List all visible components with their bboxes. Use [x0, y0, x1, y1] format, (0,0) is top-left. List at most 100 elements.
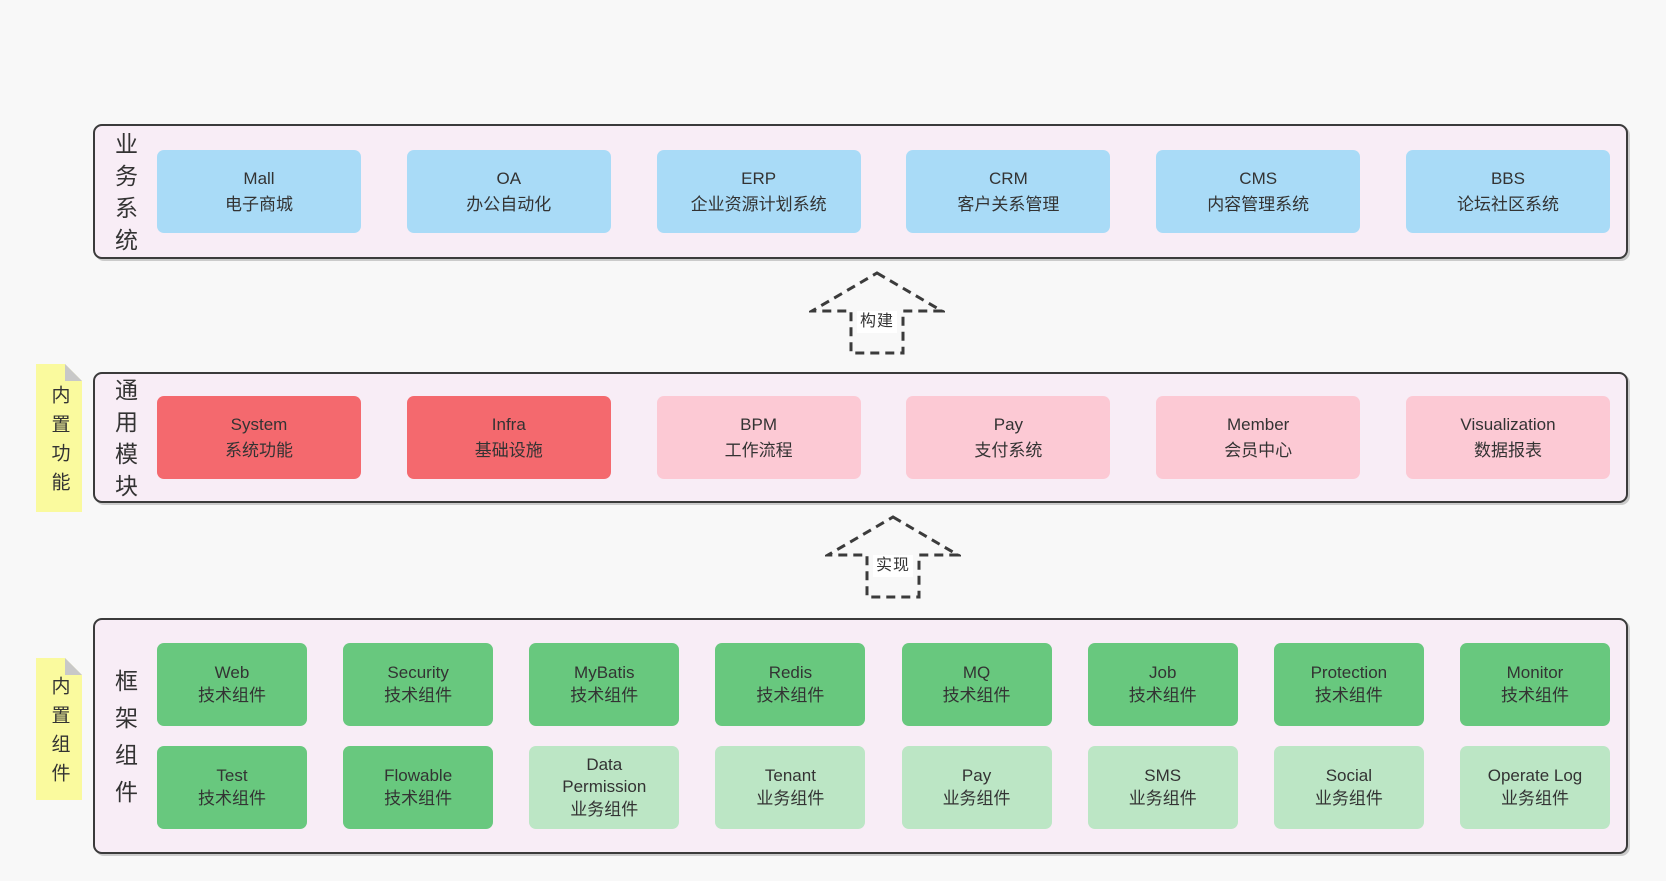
box-title: Flowable [384, 766, 453, 786]
box-title: Redis [768, 663, 813, 683]
panel-label-text: 业务系统 [111, 132, 138, 260]
build-arrow-label: 构建 [856, 311, 898, 333]
common-modules-row: System 系统功能 Infra 基础设施 BPM 工作流程 Pay 支付系统… [157, 396, 1610, 479]
box-security: Security 技术组件 [343, 643, 494, 726]
box-subtitle: 技术组件 [756, 685, 825, 705]
common-modules-panel: 通用模块 System 系统功能 Infra 基础设施 BPM 工作流程 Pay… [93, 372, 1628, 506]
box-test: Test 技术组件 [157, 746, 307, 829]
box-title: BBS [1490, 169, 1525, 188]
box-monitor: Monitor 技术组件 [1459, 643, 1610, 726]
box-web: Web 技术组件 [157, 643, 307, 726]
framework-components-row-1: Web 技术组件 Security 技术组件 MyBatis 技术组件 Redi… [157, 643, 1610, 726]
box-subtitle: 技术组件 [384, 685, 453, 705]
box-subtitle: 客户关系管理 [957, 194, 1060, 214]
box-title: System [230, 415, 288, 434]
box-subtitle: 业务组件 [1500, 788, 1569, 808]
box-title: OA [496, 169, 522, 188]
box-job: Job 技术组件 [1087, 643, 1238, 726]
box-subtitle: 业务组件 [942, 788, 1011, 808]
box-subtitle: 技术组件 [1500, 685, 1569, 705]
box-title: SMS [1144, 766, 1182, 786]
box-title: CMS [1239, 169, 1278, 188]
box-subtitle: 系统功能 [225, 440, 293, 460]
box-subtitle: 电子商城 [225, 194, 293, 214]
sticky-tag-text: 内置功能 [48, 385, 70, 501]
box-subtitle: 业务组件 [1128, 788, 1197, 808]
box-title: Web [214, 663, 250, 683]
box-title: Mall [243, 169, 275, 188]
framework-components-content: Web 技术组件 Security 技术组件 MyBatis 技术组件 Redi… [153, 620, 1626, 852]
box-subtitle: 技术组件 [198, 788, 266, 808]
box-social: Social 业务组件 [1273, 746, 1424, 829]
folded-corner-icon [65, 364, 82, 381]
box-title: Monitor [1506, 663, 1564, 683]
build-arrow: 构建 [809, 270, 945, 356]
box-protection: Protection 技术组件 [1273, 643, 1424, 726]
box-title: Tenant [764, 766, 816, 786]
box-subtitle: 业务组件 [1314, 788, 1383, 808]
box-title: CRM [989, 169, 1028, 188]
common-modules-content: System 系统功能 Infra 基础设施 BPM 工作流程 Pay 支付系统… [153, 374, 1626, 501]
box-title: Visualization [1460, 415, 1556, 434]
box-member: Member 会员中心 [1156, 396, 1361, 479]
box-title: Job [1148, 663, 1177, 683]
panel-label-framework-components: 框架组件 [95, 620, 153, 852]
box-title: Pay [993, 415, 1024, 434]
box-operate-log: Operate Log 业务组件 [1459, 746, 1610, 829]
box-subtitle: 技术组件 [198, 685, 266, 705]
box-title: MQ [962, 663, 991, 683]
box-system: System 系统功能 [157, 396, 361, 479]
box-cms: CMS 内容管理系统 [1156, 150, 1361, 233]
box-subtitle: 技术组件 [570, 685, 639, 705]
sticky-tag-built-in-components: 内置组件 [36, 658, 82, 800]
box-title: MyBatis [574, 663, 635, 683]
panel-label-common-modules: 通用模块 [95, 374, 153, 506]
box-tenant: Tenant 业务组件 [715, 746, 866, 829]
box-subtitle: 基础设施 [474, 440, 543, 460]
dashed-up-arrow-icon [825, 515, 961, 599]
box-subtitle: 技术组件 [384, 788, 453, 808]
box-mybatis: MyBatis 技术组件 [529, 643, 680, 726]
box-pay-module: Pay 支付系统 [906, 396, 1111, 479]
box-data-permission: Data Permission 业务组件 [529, 746, 680, 829]
box-title: ERP [741, 169, 777, 188]
box-bpm: BPM 工作流程 [656, 396, 861, 479]
box-subtitle: 论坛社区系统 [1456, 194, 1559, 214]
box-mall: Mall 电子商城 [157, 150, 361, 233]
box-subtitle: 技术组件 [942, 685, 1011, 705]
box-mq: MQ 技术组件 [901, 643, 1052, 726]
box-subtitle: 支付系统 [974, 440, 1043, 460]
box-title: Social [1325, 766, 1372, 786]
box-title: Operate Log [1487, 766, 1583, 786]
box-title: Test [216, 766, 248, 786]
folded-corner-icon [65, 658, 82, 675]
box-flowable: Flowable 技术组件 [343, 746, 494, 829]
box-bbs: BBS 论坛社区系统 [1405, 150, 1610, 233]
box-sms: SMS 业务组件 [1087, 746, 1238, 829]
box-subtitle: 业务组件 [756, 788, 825, 808]
box-title: Data Permission [562, 754, 647, 797]
box-title: Security [387, 663, 449, 683]
box-title: Pay [961, 766, 992, 786]
box-title: Infra [491, 415, 526, 434]
panel-label-business-systems: 业务系统 [95, 126, 153, 260]
box-title: BPM [740, 415, 778, 434]
panel-label-text: 框架组件 [111, 669, 138, 817]
framework-components-panel: 框架组件 Web 技术组件 Security 技术组件 MyBatis 技术组件… [93, 618, 1628, 854]
box-title: Member [1227, 415, 1290, 434]
box-oa: OA 办公自动化 [406, 150, 611, 233]
dashed-up-arrow-icon [809, 271, 945, 355]
business-systems-content: Mall 电子商城 OA 办公自动化 ERP 企业资源计划系统 CRM 客户关系… [153, 126, 1626, 257]
box-subtitle: 工作流程 [724, 440, 793, 460]
box-infra: Infra 基础设施 [406, 396, 611, 479]
box-redis: Redis 技术组件 [715, 643, 866, 726]
box-subtitle: 会员中心 [1224, 440, 1293, 460]
box-subtitle: 数据报表 [1473, 440, 1542, 460]
box-subtitle: 业务组件 [570, 799, 639, 819]
panel-label-text: 通用模块 [111, 378, 138, 506]
business-systems-row: Mall 电子商城 OA 办公自动化 ERP 企业资源计划系统 CRM 客户关系… [157, 150, 1610, 233]
box-visualization: Visualization 数据报表 [1405, 396, 1610, 479]
framework-components-row-2: Test 技术组件 Flowable 技术组件 Data Permission … [157, 746, 1610, 829]
box-title: Protection [1310, 663, 1388, 683]
box-crm: CRM 客户关系管理 [906, 150, 1111, 233]
